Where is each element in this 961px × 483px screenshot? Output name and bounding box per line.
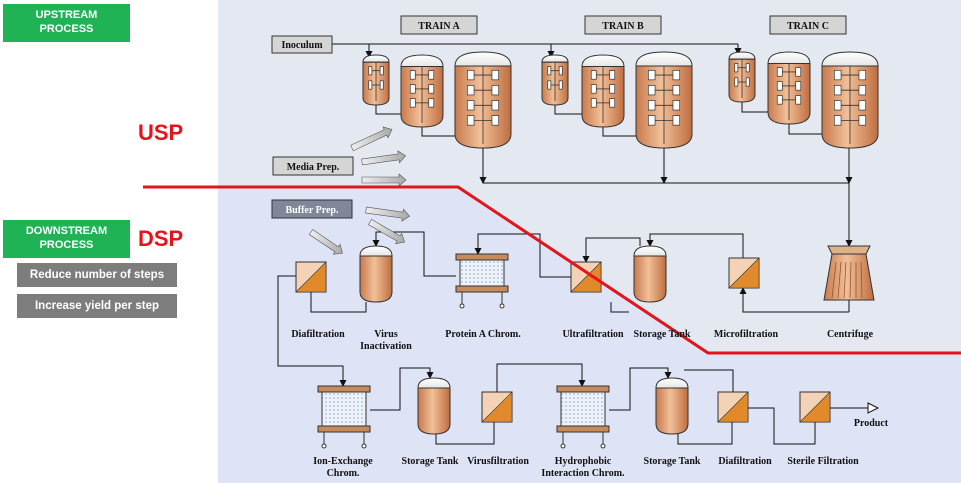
uf-to-protA: [474, 233, 571, 278]
hydrophobic-label: Hydrophobic: [555, 456, 612, 467]
dsp-area: [218, 190, 961, 483]
vf-to-hic: [496, 363, 586, 392]
virus-label: Virus: [374, 329, 398, 340]
media-arrow-2: [361, 150, 407, 166]
product-label: Product: [854, 418, 889, 429]
train-b-label: TRAIN B: [602, 21, 644, 32]
sterile-filtration-filter: [799, 391, 831, 423]
storage-to-vf: [435, 422, 495, 445]
product-arrow: [830, 402, 880, 414]
inactivation-label: Inactivation: [360, 341, 412, 352]
inoculum-label: Inoculum: [281, 40, 323, 51]
train-c-header: TRAIN C: [769, 15, 847, 35]
upstream-process-badge: UPSTREAM PROCESS: [3, 4, 130, 42]
seed-bioreactor-c: [728, 51, 756, 103]
storage-tank-3: [655, 377, 689, 435]
ion-exchange-label: Ion-Exchange: [313, 456, 373, 467]
virus-to-dia: [310, 292, 367, 313]
media-prep-label: Media Prep.: [287, 162, 340, 173]
mid-bioreactor-c: [767, 51, 811, 125]
dia-recirc: [684, 369, 734, 392]
diafiltration-filter-2: [717, 391, 749, 423]
sterile-filtration-label: Sterile Filtration: [787, 456, 859, 467]
storage-tank-2: [417, 377, 451, 435]
mid-bioreactor-a: [400, 54, 444, 128]
media-arrow-1: [350, 126, 393, 152]
dia-to-iex: [277, 275, 347, 387]
usp-dsp-divider: [143, 185, 961, 355]
ion-exchange-column: [317, 385, 371, 449]
buffer-arrow-3: [308, 229, 343, 255]
seed-bioreactor-b: [541, 54, 569, 106]
micro-to-storage: [646, 233, 744, 258]
virusfiltration-label: Virusfiltration: [467, 456, 529, 467]
hic-chrom-label: Interaction Chrom.: [541, 468, 625, 479]
media-arrow-3: [361, 173, 407, 187]
reduce-steps-button[interactable]: Reduce number of steps: [17, 263, 177, 287]
dia-to-sterile: [748, 407, 816, 445]
storage-to-uf: [582, 237, 641, 263]
a-mid-prod: [421, 127, 460, 137]
c-seed-mid: [741, 102, 772, 113]
production-bioreactor-a: [454, 51, 512, 149]
microfiltration-filter: [728, 257, 760, 289]
centrifuge: [823, 245, 875, 301]
b-seed-mid: [554, 105, 584, 115]
storage-tank-label-2: Storage Tank: [402, 456, 459, 467]
increase-yield-button[interactable]: Increase yield per step: [17, 294, 177, 318]
buffer-prep-box: Buffer Prep.: [271, 199, 353, 219]
train-c-label: TRAIN C: [787, 21, 829, 32]
media-prep-box: Media Prep.: [272, 156, 354, 176]
storage-tank-1: [633, 245, 667, 303]
buffer-prep-label: Buffer Prep.: [286, 205, 339, 216]
to-microfilt: [739, 287, 849, 313]
downstream-badge-line2: PROCESS: [39, 239, 94, 251]
train-a-label: TRAIN A: [418, 21, 460, 32]
protein-a-column: [455, 253, 509, 309]
mid-bioreactor-b: [581, 54, 625, 128]
protA-to-virus: [372, 231, 456, 277]
microfiltration-label: Microfiltration: [714, 329, 779, 340]
storage-to-dia: [677, 422, 733, 445]
ultrafiltration-label: Ultrafiltration: [562, 329, 624, 340]
downstream-badge-line1: DOWNSTREAM: [25, 225, 108, 237]
diafiltration-label-2: Diafiltration: [718, 456, 772, 467]
upstream-badge-line2: PROCESS: [39, 23, 94, 35]
flow-lines: [277, 43, 853, 445]
production-bioreactor-c: [821, 51, 879, 149]
virus-inactivation-tank: [359, 245, 393, 303]
usp-label: USP: [138, 120, 184, 145]
virusfiltration-filter: [481, 391, 513, 423]
hic-to-storage: [609, 367, 672, 411]
diafiltration-label-1: Diafiltration: [291, 329, 345, 340]
hic-column: [556, 385, 610, 449]
buffer-arrow-1: [365, 206, 411, 222]
iex-to-storage: [370, 367, 434, 411]
diafiltration-filter-1: [295, 261, 327, 293]
train-b-header: TRAIN B: [584, 15, 662, 35]
storage-tank-label-3: Storage Tank: [644, 456, 701, 467]
inoculum-box: Inoculum: [271, 35, 333, 54]
protein-a-label: Protein A Chrom.: [445, 329, 521, 340]
ion-exchange-chrom-label: Chrom.: [327, 468, 360, 479]
centrifuge-label: Centrifuge: [827, 329, 874, 340]
c-mid-prod: [788, 124, 826, 135]
train-a-header: TRAIN A: [400, 15, 478, 35]
equipment-layer: [295, 51, 880, 449]
storage-tank-label-1: Storage Tank: [634, 329, 691, 340]
upstream-badge-line1: UPSTREAM: [35, 9, 98, 21]
seed-bioreactor-a: [362, 54, 390, 106]
b-mid-prod: [602, 127, 640, 137]
downstream-process-badge: DOWNSTREAM PROCESS: [3, 220, 130, 258]
production-bioreactor-b: [635, 51, 693, 149]
dsp-label: DSP: [138, 226, 184, 251]
buffer-arrow-2: [368, 218, 406, 245]
uf-recirc: [610, 302, 629, 313]
